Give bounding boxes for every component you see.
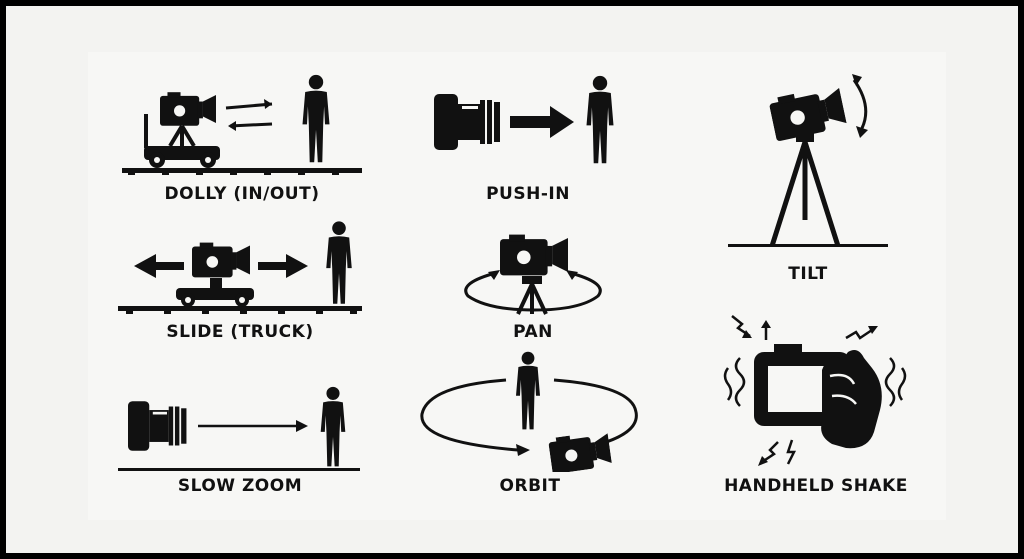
tilt-illustration bbox=[728, 74, 888, 247]
label-push-in: PUSH-IN bbox=[486, 184, 570, 204]
orbit-illustration bbox=[420, 351, 638, 472]
dolly-illustration bbox=[122, 74, 362, 175]
pan-illustration bbox=[464, 234, 602, 315]
push-in-illustration bbox=[434, 75, 614, 164]
slide-illustration bbox=[118, 221, 362, 314]
movement-push-in: PUSH-IN bbox=[428, 70, 628, 208]
label-slide: SLIDE (TRUCK) bbox=[166, 322, 314, 342]
movement-dolly: DOLLY (IN/OUT) bbox=[122, 70, 362, 208]
movement-tilt: TILT bbox=[728, 70, 888, 288]
diagram-panel: DOLLY (IN/OUT) PUSH-IN bbox=[88, 52, 946, 520]
label-orbit: ORBIT bbox=[499, 476, 561, 496]
movement-orbit: ORBIT bbox=[418, 350, 642, 502]
movement-slow-zoom: SLOW ZOOM bbox=[118, 380, 362, 502]
movement-slide: SLIDE (TRUCK) bbox=[118, 220, 362, 348]
label-tilt: TILT bbox=[788, 264, 828, 284]
movement-pan: PAN bbox=[458, 228, 608, 348]
slow-zoom-illustration bbox=[118, 386, 360, 471]
label-dolly: DOLLY (IN/OUT) bbox=[164, 184, 320, 204]
diagram-frame: DOLLY (IN/OUT) PUSH-IN bbox=[6, 6, 1018, 553]
label-handheld: HANDHELD SHAKE bbox=[724, 476, 908, 496]
label-slow-zoom: SLOW ZOOM bbox=[177, 476, 303, 496]
handheld-illustration bbox=[723, 315, 907, 466]
movement-handheld: HANDHELD SHAKE bbox=[718, 310, 914, 502]
label-pan: PAN bbox=[513, 322, 553, 342]
